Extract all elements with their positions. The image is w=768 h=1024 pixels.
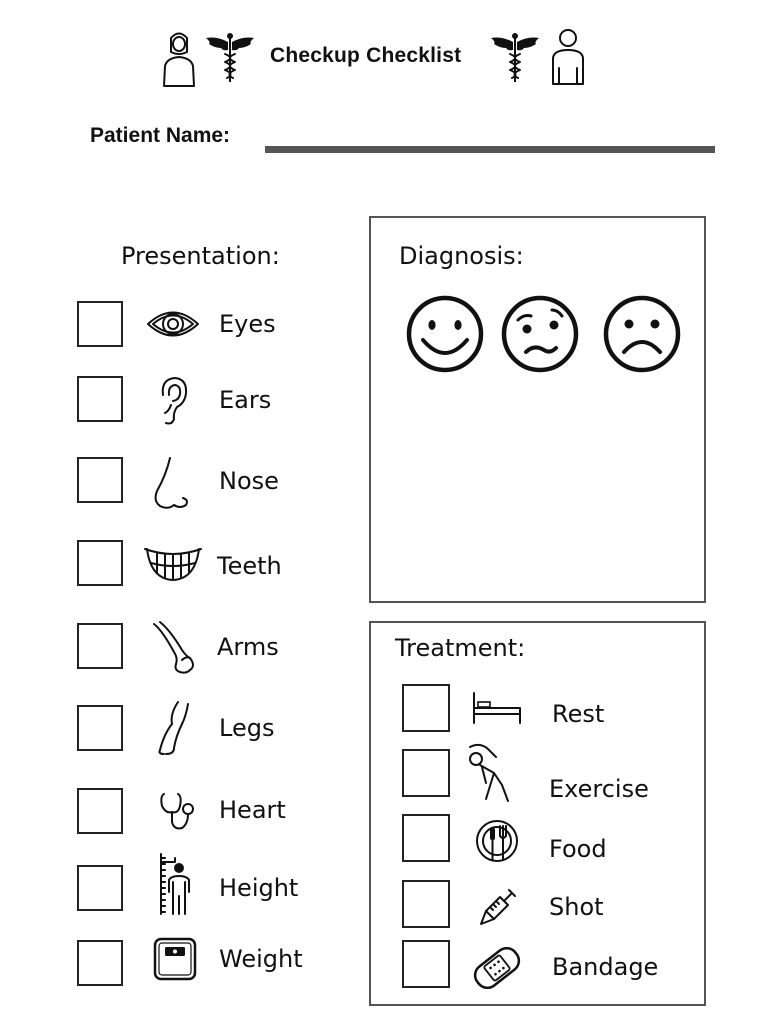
presentation-item-label: Weight bbox=[219, 945, 303, 973]
presentation-item-label: Height bbox=[219, 874, 299, 902]
nose-icon bbox=[154, 457, 188, 509]
treatment-item-label: Exercise bbox=[549, 775, 649, 803]
nose-checkbox[interactable] bbox=[77, 457, 123, 503]
presentation-item-label: Nose bbox=[219, 467, 279, 495]
food-checkbox[interactable] bbox=[402, 814, 450, 862]
happy-face-icon[interactable] bbox=[405, 294, 485, 374]
diagnosis-panel bbox=[369, 216, 706, 603]
caduceus-icon bbox=[491, 33, 539, 82]
syringe-icon bbox=[480, 889, 516, 925]
height-checkbox[interactable] bbox=[77, 865, 123, 911]
bed-icon bbox=[473, 692, 521, 724]
woman-patient-icon bbox=[163, 32, 195, 87]
bandage-icon bbox=[473, 946, 521, 990]
weight-checkbox[interactable] bbox=[77, 940, 123, 986]
plate-icon bbox=[476, 820, 518, 862]
treatment-item-label: Shot bbox=[549, 893, 604, 921]
height-icon bbox=[160, 853, 190, 915]
caduceus-icon bbox=[206, 33, 254, 82]
treatment-item-label: Rest bbox=[552, 700, 605, 728]
ear-icon bbox=[161, 377, 188, 425]
diagnosis-title: Diagnosis: bbox=[399, 242, 524, 270]
legs-checkbox[interactable] bbox=[77, 705, 123, 751]
treatment-panel bbox=[369, 621, 706, 1006]
bandage-checkbox[interactable] bbox=[402, 940, 450, 988]
treatment-title: Treatment: bbox=[395, 634, 526, 662]
rest-checkbox[interactable] bbox=[402, 684, 450, 732]
patient-name-field[interactable] bbox=[265, 146, 715, 153]
man-patient-icon bbox=[552, 29, 584, 85]
page-title: Checkup Checklist bbox=[270, 44, 462, 67]
presentation-item-label: Eyes bbox=[219, 310, 276, 338]
exercise-icon bbox=[469, 743, 509, 802]
treatment-item-label: Food bbox=[549, 835, 607, 863]
presentation-item-label: Ears bbox=[219, 386, 272, 414]
scale-icon bbox=[153, 937, 197, 981]
treatment-item-label: Bandage bbox=[552, 953, 659, 981]
eyes-checkbox[interactable] bbox=[77, 301, 123, 347]
heart-checkbox[interactable] bbox=[77, 788, 123, 834]
presentation-item-label: Legs bbox=[219, 714, 275, 742]
presentation-item-label: Teeth bbox=[217, 552, 282, 580]
exercise-checkbox[interactable] bbox=[402, 749, 450, 797]
sad-face-icon[interactable] bbox=[602, 294, 682, 374]
teeth-icon bbox=[144, 548, 202, 581]
ears-checkbox[interactable] bbox=[77, 376, 123, 422]
shot-checkbox[interactable] bbox=[402, 880, 450, 928]
teeth-checkbox[interactable] bbox=[77, 540, 123, 586]
patient-name-label: Patient Name: bbox=[90, 124, 231, 147]
arms-checkbox[interactable] bbox=[77, 623, 123, 669]
arm-icon bbox=[153, 621, 194, 674]
worried-face-icon[interactable] bbox=[500, 294, 580, 374]
presentation-item-label: Arms bbox=[217, 633, 279, 661]
leg-icon bbox=[158, 701, 189, 755]
presentation-title: Presentation: bbox=[121, 242, 280, 270]
presentation-item-label: Heart bbox=[219, 796, 286, 824]
eye-icon bbox=[147, 311, 199, 337]
stethoscope-icon bbox=[160, 793, 194, 830]
